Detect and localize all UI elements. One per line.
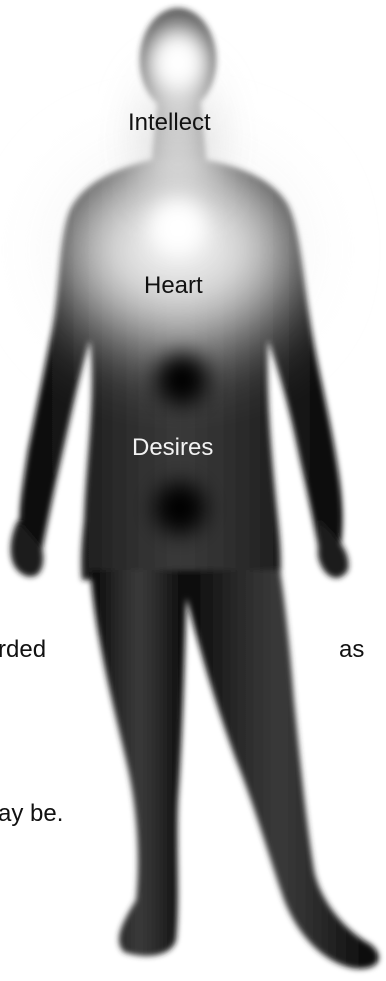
intellect-orb bbox=[154, 36, 202, 88]
label-heart: Heart bbox=[144, 272, 203, 300]
label-intellect: Intellect bbox=[128, 109, 211, 137]
desires-orb-upper bbox=[150, 348, 214, 412]
heart-orb bbox=[148, 198, 208, 258]
desires-orb-lower bbox=[148, 476, 212, 540]
label-desires: Desires bbox=[132, 434, 213, 462]
